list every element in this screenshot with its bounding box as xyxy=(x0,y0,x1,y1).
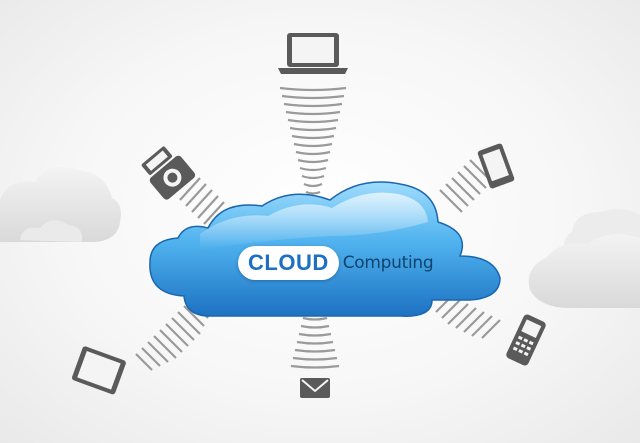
signal-waves-top xyxy=(279,86,347,195)
background-cloud-left xyxy=(0,166,121,242)
brand-logo: CLOUD Computing xyxy=(238,243,448,283)
brand-pill: CLOUD xyxy=(238,246,339,280)
camera-icon xyxy=(141,146,196,200)
smartphone-icon xyxy=(477,143,515,189)
feature-phone-icon xyxy=(506,314,546,366)
signal-waves-bottom xyxy=(290,316,340,369)
signal-waves-upper-right xyxy=(439,159,491,213)
brand-word-computing: Computing xyxy=(342,253,434,273)
laptop-icon xyxy=(278,33,348,74)
brand-word-cloud: CLOUD xyxy=(248,250,329,275)
signal-waves-lower-right xyxy=(435,295,501,339)
background-cloud-right xyxy=(528,209,640,308)
tablet-icon xyxy=(72,346,126,395)
envelope-icon xyxy=(300,378,330,398)
signal-waves xyxy=(135,86,501,371)
